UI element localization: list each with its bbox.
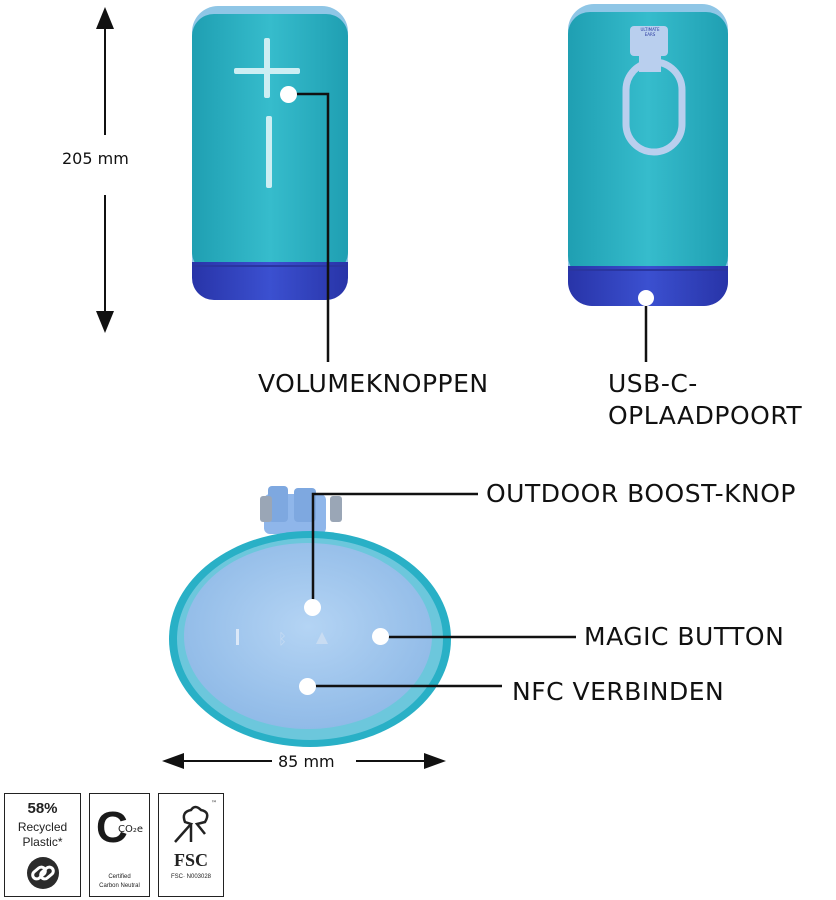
carbon-co2e: CO₂e (118, 824, 144, 835)
nfc-callout: NFC VERBINDEN (512, 677, 725, 706)
height-dimension-arrow (96, 7, 114, 333)
speaker-back-view (568, 4, 728, 306)
width-label: 85 mm (278, 752, 335, 771)
speaker-tag-line2: EARS (644, 32, 656, 37)
volume-button-dot (280, 86, 297, 103)
magic-button-callout: MAGIC BUTTON (584, 622, 785, 651)
fsc-tm: ™ (211, 800, 217, 807)
bottom-leader-lines (308, 492, 576, 688)
usb-c-callout-line2: OPLAADPOORT (608, 401, 803, 430)
speaker-tag-line1: ULTIMATE (640, 27, 660, 32)
carbon-c-symbol: C (96, 803, 128, 852)
speaker-front-view (192, 6, 348, 300)
volume-buttons-callout: VOLUMEKNOPPEN (258, 369, 489, 398)
svg-text:ᛒ: ᛒ (278, 630, 287, 648)
outdoor-boost-callout: OUTDOOR BOOST-KNOP (486, 479, 796, 508)
height-label: 205 mm (62, 149, 129, 168)
outdoor-boost-dot (304, 599, 321, 616)
fsc-badge: ™ FSC FSC· N003028 (158, 793, 224, 897)
fsc-mark: FSC (173, 850, 208, 870)
nfc-dot (299, 678, 316, 695)
recycled-percent: 58% (27, 800, 58, 817)
usb-port-dot (638, 290, 654, 306)
usb-c-callout-line1: USB-C- (608, 369, 698, 398)
recycle-link-icon (27, 857, 59, 889)
recycled-line1: Recycled (17, 820, 68, 834)
fsc-code: FSC· N003028 (170, 874, 212, 880)
carbon-neutral-badge: C CO₂e Certified Carbon Neutral (89, 793, 150, 897)
speaker-tag-label: ULTIMATE EARS (631, 27, 669, 37)
width-dimension-arrow (162, 753, 446, 769)
magic-button-dot (372, 628, 389, 645)
recycled-line2: Plastic* (22, 835, 63, 849)
carbon-line2: Carbon Neutral (99, 883, 140, 889)
fsc-tree-icon (174, 805, 209, 843)
carbon-line1: Certified (108, 874, 131, 880)
speaker-top-view: ᛒ (169, 486, 451, 747)
recycled-plastic-badge: 58% Recycled Plastic* (4, 793, 81, 897)
top-leader-lines (288, 92, 648, 362)
